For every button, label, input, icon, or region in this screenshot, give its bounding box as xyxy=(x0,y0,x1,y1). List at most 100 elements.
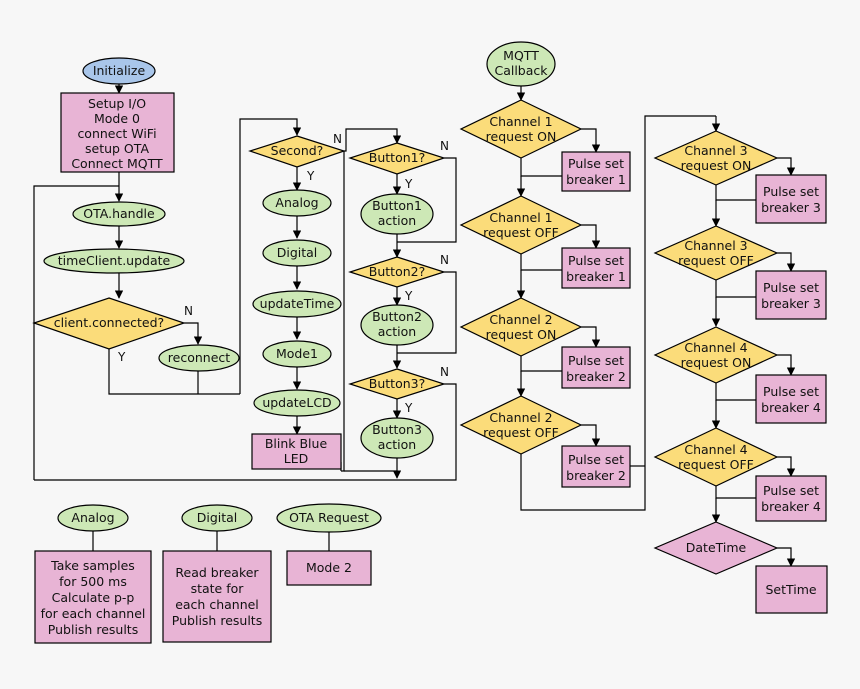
digital-body-line-3: each channel xyxy=(175,597,259,612)
timeclient-update-label: timeClient.update xyxy=(58,253,171,268)
ch4-on-line-2: request ON xyxy=(681,355,752,370)
arrow-client-no xyxy=(184,322,203,345)
node-ota-handle: OTA.handle xyxy=(72,201,166,227)
setup-line-1: Setup I/O xyxy=(88,96,146,111)
loop-return xyxy=(33,185,119,480)
node-ch4-on-pulse: Pulse set breaker 4 xyxy=(755,374,827,424)
ch3-on-pulse-line-2: breaker 3 xyxy=(761,200,821,215)
settime-label: SetTime xyxy=(765,582,816,597)
node-ch4-off-pulse: Pulse set breaker 4 xyxy=(755,475,827,522)
node-analog: Analog xyxy=(262,189,332,217)
ch1-off-line-1: Channel 1 xyxy=(489,210,552,225)
ch4-on-pulse-line-1: Pulse set xyxy=(763,384,819,399)
decision-button3: Button3? xyxy=(348,368,446,400)
node-ch2-on-pulse: Pulse set breaker 2 xyxy=(561,346,631,389)
line-ch2off-to-ch3 xyxy=(520,115,716,511)
decision-button1: Button1? xyxy=(348,142,446,175)
arrow-datetime-settime xyxy=(777,547,796,567)
mode1-label: Mode1 xyxy=(276,346,318,361)
connectors xyxy=(33,84,796,567)
line-ch4on-down xyxy=(715,383,756,401)
node-digital: Digital xyxy=(262,239,332,267)
line-ch1off-down xyxy=(520,254,562,271)
datetime-label: DateTime xyxy=(686,540,747,555)
second-yes-label: Y xyxy=(306,169,315,183)
node-digital-body: Read breaker state for each channel Publ… xyxy=(162,550,272,643)
line-ch4off-down xyxy=(715,486,756,499)
line-b1-no xyxy=(397,157,457,243)
arrow-ch3off-pulse xyxy=(777,252,796,272)
node-setup: Setup I/O Mode 0 connect WiFi setup OTA … xyxy=(60,92,175,173)
arrow-ch3on-pulse xyxy=(777,157,796,176)
decision-ch2-on: Channel 2 request ON xyxy=(459,297,583,357)
arrow-ch2on-pulse xyxy=(581,326,601,348)
button2-label: Button2? xyxy=(369,264,425,279)
decision-ch1-on: Channel 1 request ON xyxy=(459,99,583,159)
ch2-on-line-2: request ON xyxy=(486,327,557,342)
node-ota-request: OTA Request xyxy=(276,503,382,533)
decision-second: Second? xyxy=(248,135,346,168)
ch1-on-line-1: Channel 1 xyxy=(489,114,552,129)
second-label: Second? xyxy=(271,143,324,158)
line-ch2on-down xyxy=(520,356,562,372)
button3-action-line-1: Button3 xyxy=(372,422,422,437)
client-connected-yes-label: Y xyxy=(117,350,126,364)
button1-yes-label: Y xyxy=(404,177,413,191)
node-settime: SetTime xyxy=(755,565,828,614)
node-timeclient-update: timeClient.update xyxy=(43,248,185,274)
update-time-label: updateTime xyxy=(260,296,335,311)
ch1-on-pulse-line-1: Pulse set xyxy=(568,156,624,171)
analog-body-line-4: for each channel xyxy=(41,606,146,621)
digital-body-line-4: Publish results xyxy=(172,613,262,628)
ch3-on-line-2: request ON xyxy=(681,158,752,173)
button3-yes-label: Y xyxy=(404,401,413,415)
client-connected-label: client.connected? xyxy=(54,315,164,330)
ch4-off-line-1: Channel 4 xyxy=(684,442,747,457)
button2-yes-label: Y xyxy=(404,289,413,303)
setup-line-3: connect WiFi xyxy=(77,126,156,141)
node-button3-action: Button3 action xyxy=(360,417,434,459)
node-ch3-off-pulse: Pulse set breaker 3 xyxy=(755,270,827,320)
client-connected-no-label: N xyxy=(184,304,193,318)
decision-ch3-on: Channel 3 request ON xyxy=(653,130,779,186)
node-blink-led: Blink Blue LED xyxy=(251,433,342,470)
node-ch1-on-pulse: Pulse set breaker 1 xyxy=(561,151,631,192)
arrow-ch4off-pulse xyxy=(777,456,796,477)
decision-ch4-on: Channel 4 request ON xyxy=(653,326,779,384)
node-update-lcd: updateLCD xyxy=(253,389,341,417)
blink-line-1: Blink Blue xyxy=(265,436,328,451)
analog-def-label: Analog xyxy=(71,510,114,525)
initialize-label: Initialize xyxy=(93,63,146,78)
ch1-off-line-2: request OFF xyxy=(483,225,559,240)
ch3-on-line-1: Channel 3 xyxy=(684,143,747,158)
mqtt-line-2: Callback xyxy=(494,63,548,78)
analog-body-line-3: Calculate p-p xyxy=(52,590,135,605)
ch2-on-pulse-line-1: Pulse set xyxy=(568,353,624,368)
digital-def-label: Digital xyxy=(197,510,238,525)
node-analog-def: Analog xyxy=(57,504,129,532)
analog-body-line-2: for 500 ms xyxy=(59,574,127,589)
decision-client-connected: client.connected? xyxy=(32,297,186,350)
ch2-on-pulse-line-2: breaker 2 xyxy=(566,369,626,384)
blink-line-2: LED xyxy=(284,451,309,466)
arrow-ch4on-pulse xyxy=(777,354,796,376)
digital-body-line-1: Read breaker xyxy=(175,565,259,580)
button3-action-line-2: action xyxy=(378,437,416,452)
button1-no-label: N xyxy=(440,139,449,153)
decision-datetime: DateTime xyxy=(653,521,779,575)
ota-handle-label: OTA.handle xyxy=(83,206,155,221)
node-analog-body: Take samples for 500 ms Calculate p-p fo… xyxy=(34,550,152,644)
analog-body-line-5: Publish results xyxy=(48,622,138,637)
ch1-off-pulse-line-1: Pulse set xyxy=(568,253,624,268)
ch3-on-pulse-line-1: Pulse set xyxy=(763,184,819,199)
node-button2-action: Button2 action xyxy=(360,304,434,346)
ch1-off-pulse-line-2: breaker 1 xyxy=(566,269,626,284)
node-digital-def: Digital xyxy=(181,504,253,532)
digital-label: Digital xyxy=(277,245,318,260)
ch3-off-line-2: request OFF xyxy=(678,253,754,268)
node-initialize: Initialize xyxy=(82,57,156,85)
line-second-no xyxy=(341,151,345,472)
node-ch2-off-pulse: Pulse set breaker 2 xyxy=(561,445,631,488)
ch2-off-line-2: request OFF xyxy=(483,425,559,440)
